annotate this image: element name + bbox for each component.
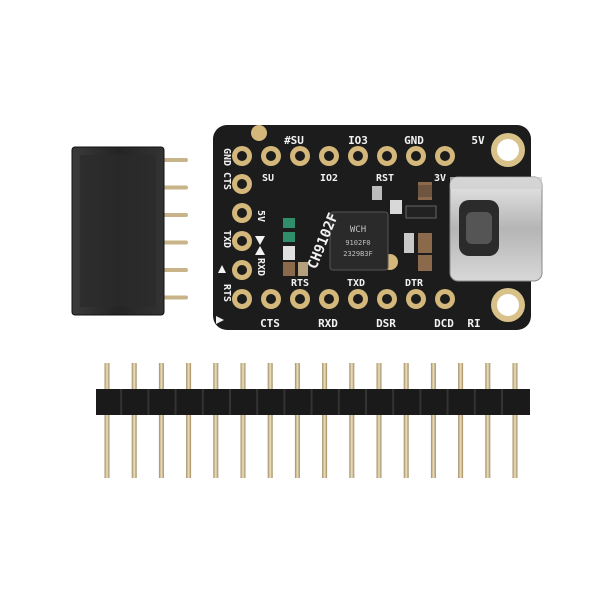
header-pin [403, 363, 409, 478]
header-pin [376, 363, 382, 478]
header-segments [120, 389, 503, 415]
pin-label: 3V [434, 173, 446, 184]
header-pin [349, 363, 355, 478]
pin-label: RST [376, 173, 394, 184]
pin-label: DTR [405, 278, 424, 289]
header-pin [240, 363, 246, 478]
pin-label: RTS [221, 284, 232, 302]
pin-label: IO3 [348, 134, 368, 147]
header-pin [322, 363, 328, 478]
header-pin [213, 363, 219, 478]
chip-marking: WCH [350, 225, 366, 235]
pcb-board: WCH 9102F0 2329B3F #SU IO3 GND 5V GND [213, 125, 543, 330]
pin-label: GND [221, 148, 232, 166]
pin-label: RTS [291, 278, 309, 289]
pin-label: TXD [221, 230, 232, 248]
usb-c-connector [449, 176, 543, 282]
header-pin [485, 363, 491, 478]
fiducial-pad [251, 125, 267, 141]
header-pin [267, 363, 273, 478]
header-pin [104, 363, 110, 478]
pin-label: GND [404, 134, 424, 147]
header-pin [186, 363, 192, 478]
pin-label: CTS [221, 172, 232, 190]
pin-label: 5V [255, 210, 266, 222]
header-pins [104, 363, 518, 478]
female-header-socket [71, 146, 188, 316]
pin-label: RI [467, 317, 480, 330]
pin-label: CTS [260, 317, 280, 330]
pin-pads [232, 146, 455, 309]
pin-label: TXD [347, 278, 365, 289]
chip-marking: 9102F0 [345, 239, 370, 247]
header-pin [158, 363, 164, 478]
pin-label: IO2 [320, 173, 338, 184]
pin-label: 5V [471, 134, 485, 147]
ch9102f-chip: WCH 9102F0 2329B3F [329, 211, 389, 271]
pin-label: RXD [318, 317, 338, 330]
pin-label: DCD [434, 317, 454, 330]
pin-label: #SU [284, 134, 304, 147]
pin-label: DSR [376, 317, 396, 330]
pin-label: RXD [255, 258, 266, 276]
pin-label: SU [262, 173, 274, 184]
header-pin [458, 363, 464, 478]
male-header-strip [96, 363, 530, 478]
header-pin [512, 363, 518, 478]
header-pin [294, 363, 300, 478]
chip-marking: 2329B3F [343, 250, 373, 258]
header-pin [430, 363, 436, 478]
header-pin [131, 363, 137, 478]
smd-components [283, 182, 437, 276]
